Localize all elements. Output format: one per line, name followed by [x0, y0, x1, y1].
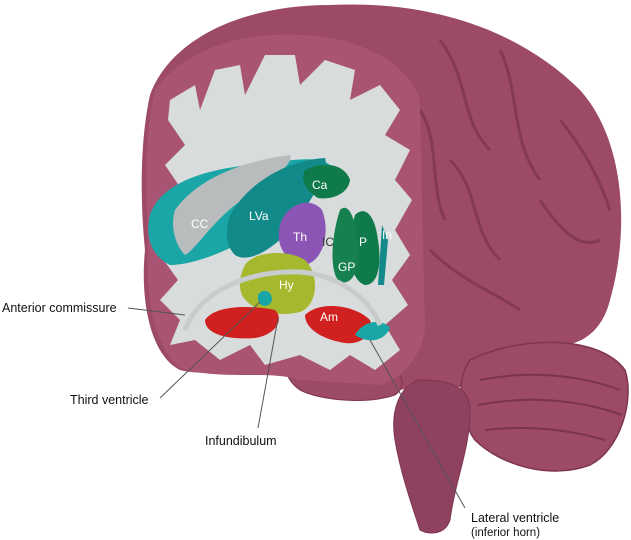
label-p: P [359, 235, 367, 249]
leader-lateral-ventricle [369, 339, 466, 509]
hypothalamus [239, 253, 316, 315]
leader-third-ventricle [159, 301, 261, 399]
anterior-commissure [182, 269, 383, 331]
callout-lateral-ventricle-sub: (inferior horn) [471, 527, 540, 539]
inferior-horn [355, 322, 390, 341]
callout-third-ventricle: Third ventricle [70, 393, 149, 407]
label-hy: Hy [279, 278, 294, 292]
label-cc: CC [191, 217, 209, 231]
thalamus [278, 202, 326, 265]
lateral-ventricle-anterior [226, 158, 326, 258]
third-ventricle-shape [258, 290, 272, 306]
label-ic: IC [322, 235, 334, 249]
insula [378, 225, 388, 285]
cerebellar-folia [477, 373, 623, 441]
amygdala-right [305, 305, 371, 344]
label-in: In [382, 228, 392, 242]
leader-anterior-commissure [127, 307, 186, 316]
corpus-callosum [173, 155, 291, 255]
callout-infundibulum: Infundibulum [205, 434, 277, 448]
brainstem [393, 379, 471, 534]
putamen [349, 211, 380, 285]
callout-lateral-ventricle: Lateral ventricle [471, 511, 559, 525]
label-lva: LVa [249, 209, 269, 223]
cerebellum [460, 341, 629, 472]
globus-pallidus [332, 207, 358, 283]
label-ca: Ca [312, 178, 328, 192]
label-gp: GP [338, 260, 355, 274]
gyri-shading [418, 39, 612, 312]
leader-infundibulum [257, 317, 279, 429]
label-am: Am [320, 310, 338, 324]
amygdala-left [205, 307, 279, 339]
caudate-nucleus [303, 164, 350, 199]
label-th: Th [293, 230, 307, 244]
callout-anterior-commissure: Anterior commissure [2, 301, 117, 315]
